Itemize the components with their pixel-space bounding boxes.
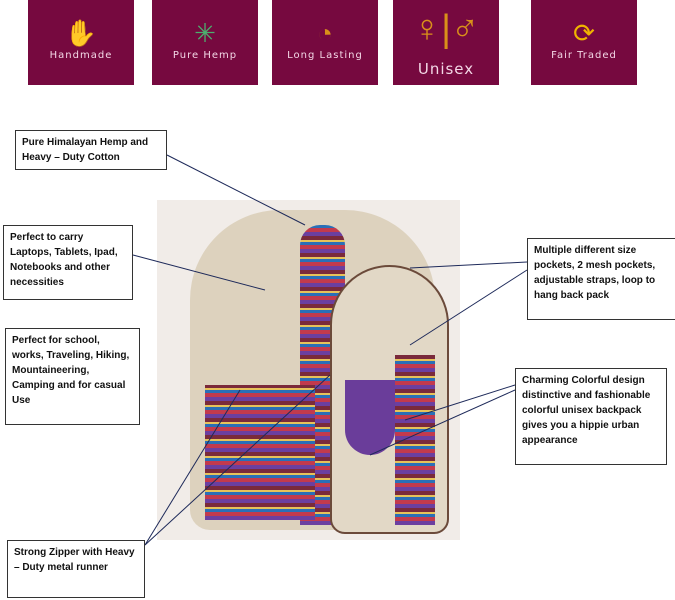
clock-icon: ◔ xyxy=(317,18,333,48)
badge-long-lasting: ◔Long Lasting xyxy=(272,0,378,85)
badge-unisex: ♀|♂Unisex xyxy=(393,0,499,85)
badge-handmade: ✋Handmade xyxy=(28,0,134,85)
handshake-icon: ⟳ xyxy=(573,18,595,48)
callout-pockets: Multiple different size pockets, 2 mesh … xyxy=(527,238,675,320)
callout-capacity: Perfect to carry Laptops, Tablets, Ipad,… xyxy=(3,225,133,300)
front-pocket-stripe xyxy=(395,355,435,525)
badge-pure-hemp: ✳Pure Hemp xyxy=(152,0,258,85)
badge-fair-traded: ⟳Fair Traded xyxy=(531,0,637,85)
hemp-leaf-icon: ✳ xyxy=(194,18,216,48)
unisex-icon: ♀|♂ xyxy=(412,8,480,50)
callout-zipper: Strong Zipper with Heavy – Duty metal ru… xyxy=(7,540,145,598)
purple-patch xyxy=(345,380,395,455)
hands-icon: ✋ xyxy=(64,18,98,48)
callout-design: Charming Colorful design distinctive and… xyxy=(515,368,667,465)
mesh-side-pocket xyxy=(205,385,315,520)
callout-material: Pure Himalayan Hemp and Heavy – Duty Cot… xyxy=(15,130,167,170)
callout-usage: Perfect for school, works, Traveling, Hi… xyxy=(5,328,140,425)
